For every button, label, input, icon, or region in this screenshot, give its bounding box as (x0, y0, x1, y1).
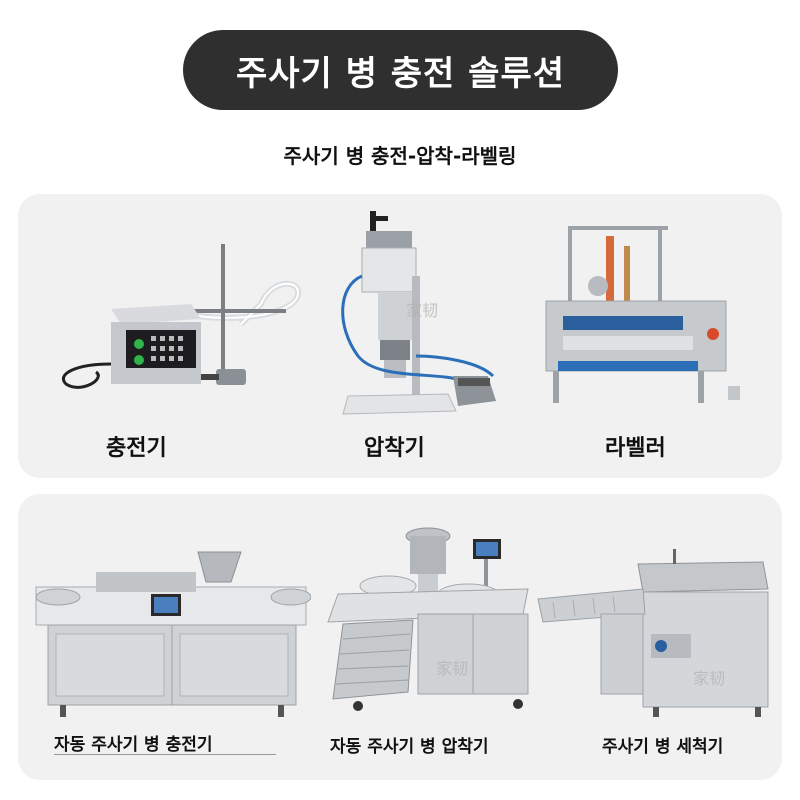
bottom-machines-panel: 자동 주사기 병 충전기 (18, 494, 782, 780)
automatic-filling-machine-image (26, 542, 311, 722)
crimping-machine-image: 家韧 (318, 206, 518, 421)
svg-text:家韧: 家韧 (436, 659, 468, 678)
labeler-label: 라벨러 (605, 436, 666, 461)
filling-machine-label: 충전기 (106, 436, 167, 461)
automatic-crimping-machine-image: 家韧 (318, 514, 533, 724)
page-subtitle: 주사기 병 충전-압착-라벨링 (283, 144, 517, 168)
labeler-image (528, 216, 743, 416)
page-title: 주사기 병 충전 솔루션 (235, 53, 566, 94)
crimping-machine-label: 압착기 (364, 436, 425, 461)
svg-text:家韧: 家韧 (693, 669, 725, 688)
top-machines-panel: 충전기 家韧 압착기 (18, 194, 782, 478)
caption-underline (54, 754, 276, 755)
filling-machine-image (36, 234, 326, 404)
title-banner: 주사기 병 충전 솔루션 (183, 30, 618, 110)
automatic-crimping-machine-label: 자동 주사기 병 압착기 (330, 737, 489, 757)
automatic-filling-machine-label: 자동 주사기 병 충전기 (54, 735, 213, 755)
washing-machine-label: 주사기 병 세척기 (602, 737, 724, 757)
svg-text:家韧: 家韧 (406, 301, 438, 320)
washing-machine-image: 家韧 (533, 544, 778, 724)
